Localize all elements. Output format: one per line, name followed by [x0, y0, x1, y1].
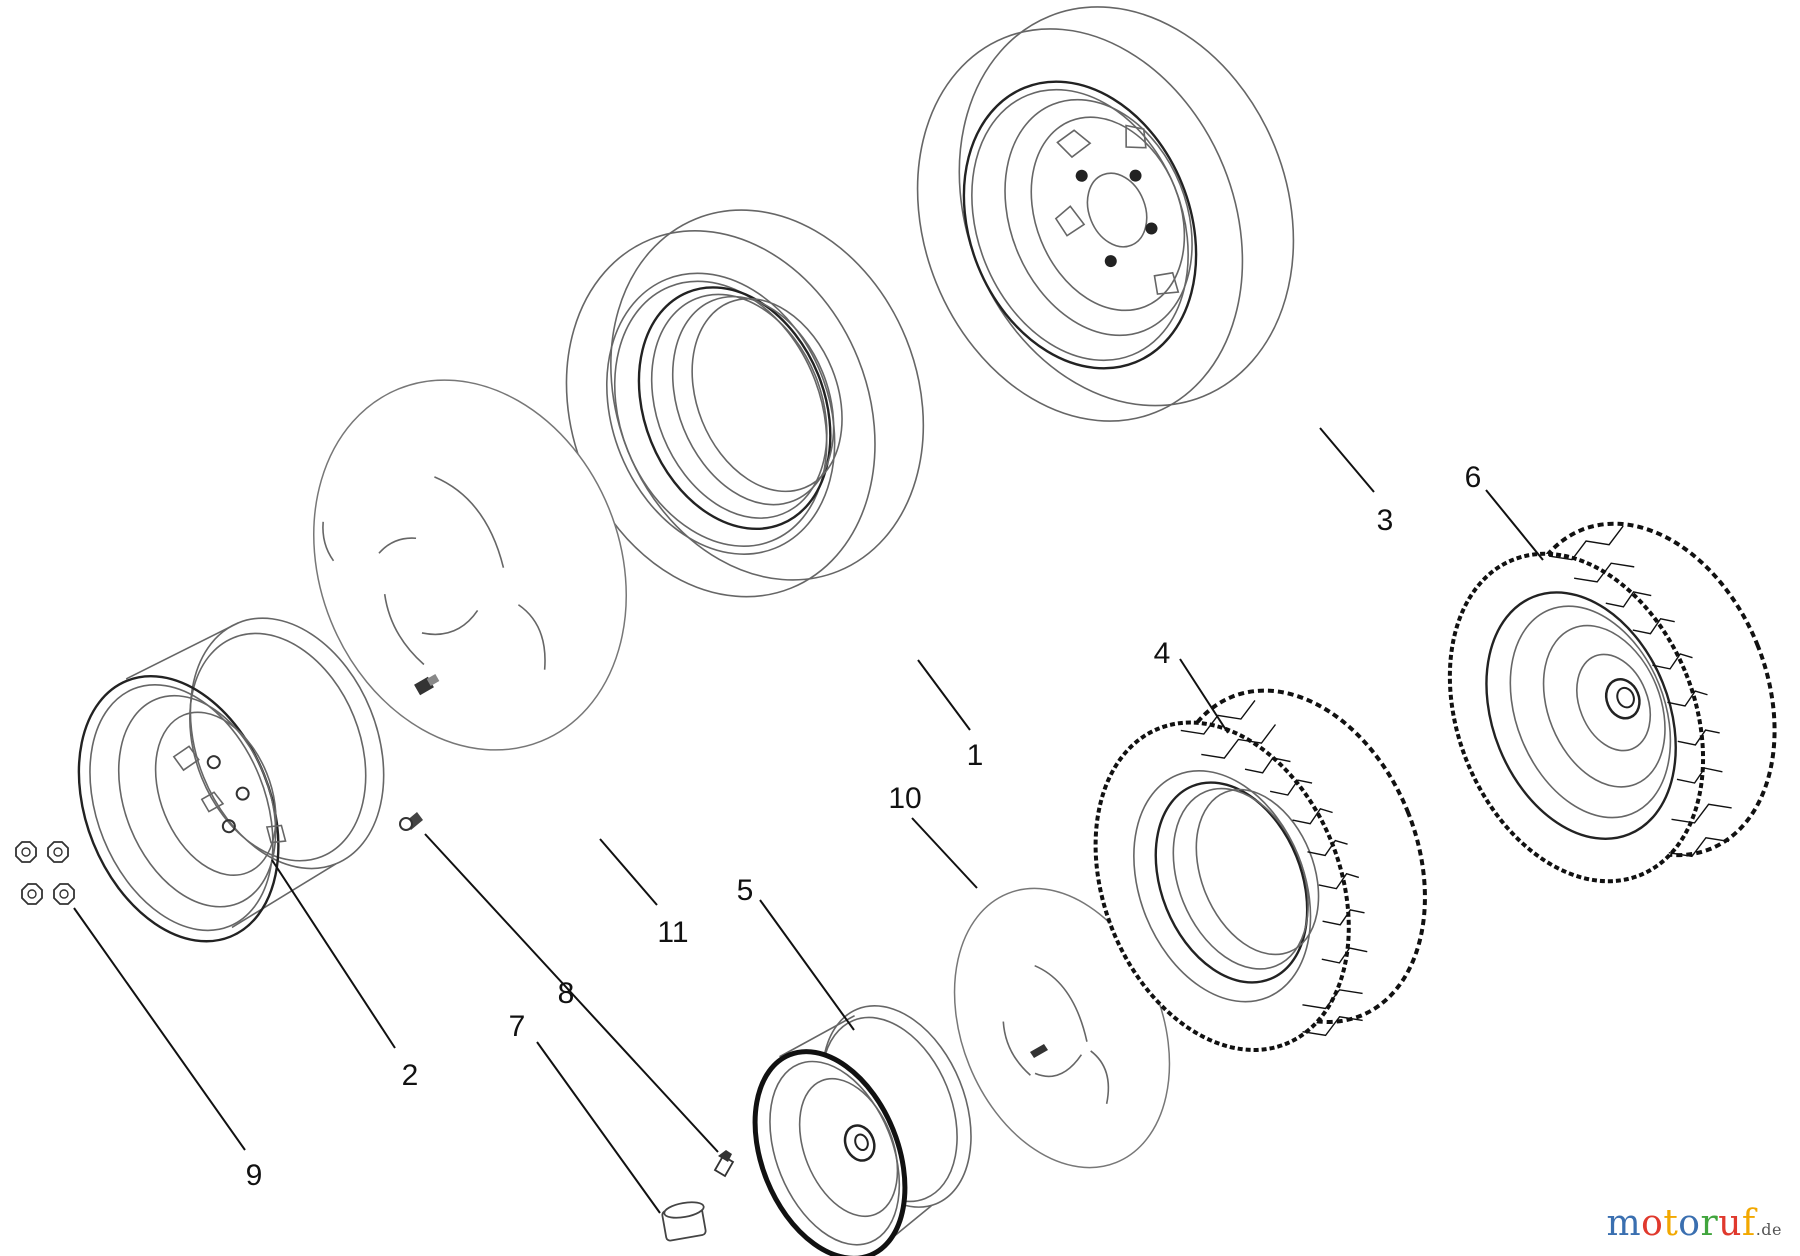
- leader-lines: [73, 427, 1544, 1214]
- callout-10: 10: [888, 782, 921, 815]
- turf-tire-with-hub: [1447, 521, 1777, 884]
- callout-3: 3: [1377, 504, 1394, 537]
- callout-11: 11: [657, 916, 688, 949]
- callout-1: 1: [967, 739, 984, 772]
- lug-nuts: [15, 841, 75, 905]
- small-rim: [752, 1005, 972, 1256]
- valve-stem-on-tube: [414, 674, 440, 696]
- watermark-text: motoruf: [1606, 1203, 1756, 1244]
- rear-tire-with-rim: [916, 6, 1295, 422]
- callout-8: 8: [558, 977, 575, 1010]
- bushing: [661, 1201, 707, 1242]
- callout-6: 6: [1465, 461, 1482, 494]
- callout-labels: 1 2 3 4 5 6 7 8 9 10 11: [246, 461, 1482, 1192]
- callout-7: 7: [509, 1010, 526, 1043]
- turf-tire: [1093, 688, 1427, 1052]
- watermark-suffix: .de: [1755, 1220, 1782, 1239]
- callout-2: 2: [402, 1059, 419, 1092]
- callout-9: 9: [246, 1159, 263, 1192]
- watermark-logo: motoruf.de: [1606, 1203, 1782, 1244]
- large-rim: [77, 617, 385, 943]
- tire-casing: [565, 209, 925, 598]
- callout-5: 5: [737, 874, 754, 907]
- valve-stem: [399, 812, 735, 1178]
- callout-4: 4: [1154, 637, 1171, 670]
- inner-tube-large: [313, 379, 627, 751]
